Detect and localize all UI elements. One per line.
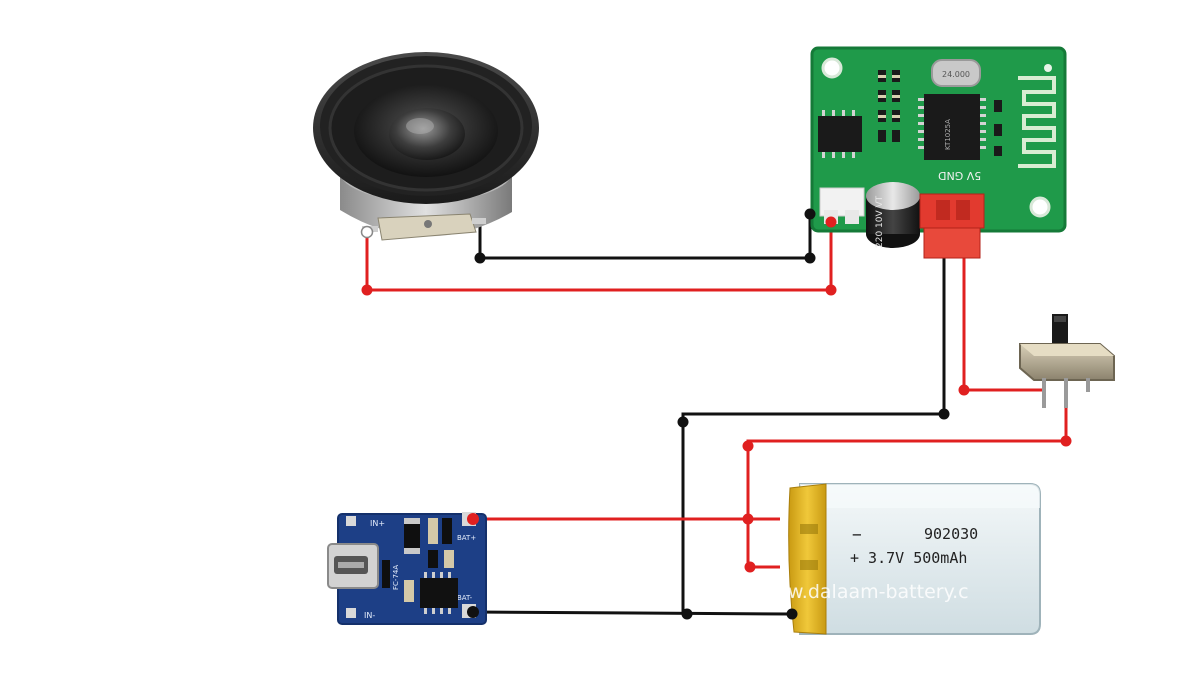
charger-label-in-plus: IN+ [370,519,385,528]
node-ground-left [677,416,689,428]
charger-label-bat-plus: BAT+ [457,534,476,542]
node-battery-junction [742,513,754,525]
crystal-label: 24.000 [942,70,970,79]
node-bt-red-top [825,216,837,228]
charger-label-bat-minus: BAT- [457,594,473,602]
node-speaker-red [361,284,373,296]
node-battery-line-top [742,440,754,452]
node-ground-bottom [681,608,693,620]
node-charger-bat-minus [467,606,479,618]
wire-ground-black [681,258,946,614]
chip-label: KT1025A [944,119,952,150]
wire-speaker-red [365,222,833,292]
charger-label-in-minus: IN- [364,611,375,620]
wire-speaker-black [478,214,812,260]
battery-watermark: w.dalaam-battery.c [788,581,969,603]
node-speaker-black [474,252,486,264]
usb-charger-module-icon: IN+ IN- BAT+ BAT- FC-74A [327,512,487,625]
capacitor-label: 220 10V VT [875,195,885,248]
lipo-battery-icon: − 902030 + 3.7V 500mAh w.dalaam-battery.… [788,483,1041,635]
battery-model: 902030 [924,525,978,543]
bluetooth-power-silk: 5V GND [938,169,981,182]
battery-spec: + 3.7V 500mAh [850,549,967,567]
node-battery-minus [786,608,798,620]
node-bt-red-low [825,284,837,296]
node-bt-black-top [804,208,816,220]
wire-charger-bat-minus [472,610,791,616]
node-switch-pin [1060,435,1072,447]
slide-switch-icon [1019,314,1115,408]
battery-minus-sign: − [852,525,862,544]
speaker-icon [313,52,539,241]
node-ground-corner [938,408,950,420]
node-speaker-red-top [360,225,374,239]
node-battery-red-low [744,561,756,573]
bluetooth-module-icon: 24.000 KT1025A 5V GND [810,46,1067,259]
junction-dots [360,208,1072,620]
node-charger-bat-plus [467,513,479,525]
node-bt-black-low [804,252,816,264]
node-5v-corner [958,384,970,396]
charger-ic-label: FC-74A [392,565,400,590]
